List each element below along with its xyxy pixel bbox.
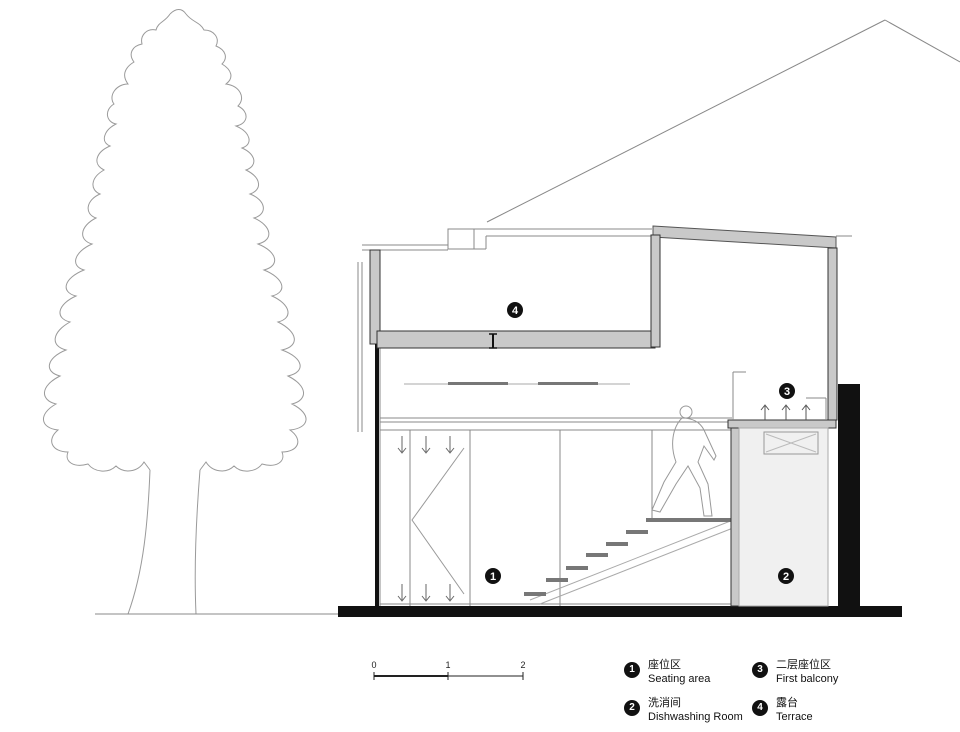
legend-badge: 4 [752,700,768,716]
legend-label-zh: 二层座位区 [776,659,831,671]
legend-label-en: Dishwashing Room [648,711,743,723]
marker-1: 1 [485,568,501,584]
upper-floor-slab [376,330,656,349]
legend-badge: 2 [624,700,640,716]
scale-tick-2: 2 [520,660,525,670]
mid-wall [650,234,661,348]
scale-tick-1: 1 [445,660,450,670]
left-wall [357,249,381,606]
sloped-roof-slab [652,225,837,249]
legend-label-zh: 洗消间 [648,697,681,709]
svg-text:2: 2 [783,571,789,583]
neighbor-roof [486,19,960,223]
right-upper-wall [827,247,838,421]
marker-2: 2 [778,568,794,584]
scale-tick-0: 0 [371,660,376,670]
neighbor-wall-block [838,384,860,610]
storage-door [397,436,465,602]
svg-text:3: 3 [784,386,790,398]
person-silhouette [651,405,717,517]
tree-illustration [43,9,307,615]
svg-text:4: 4 [512,305,519,317]
roof-structure [362,228,652,251]
scale-bar: 0 1 2 [371,660,526,680]
ground-slab [338,606,902,617]
svg-text:1: 1 [490,571,496,583]
legend-badge: 1 [624,662,640,678]
staircase [524,518,734,605]
legend-label-en: First balcony [776,673,839,685]
legend-label-zh: 座位区 [648,659,681,671]
legend-badge: 3 [752,662,768,678]
marker-4: 4 [507,302,523,318]
legend-label-en: Seating area [648,673,711,685]
legend-label-en: Terrace [776,711,813,723]
balcony-structure [727,371,837,607]
legend-label-zh: 露台 [776,697,798,709]
mezzanine-lines [380,417,732,606]
marker-3: 3 [779,383,795,399]
ceiling-lights [404,382,630,385]
